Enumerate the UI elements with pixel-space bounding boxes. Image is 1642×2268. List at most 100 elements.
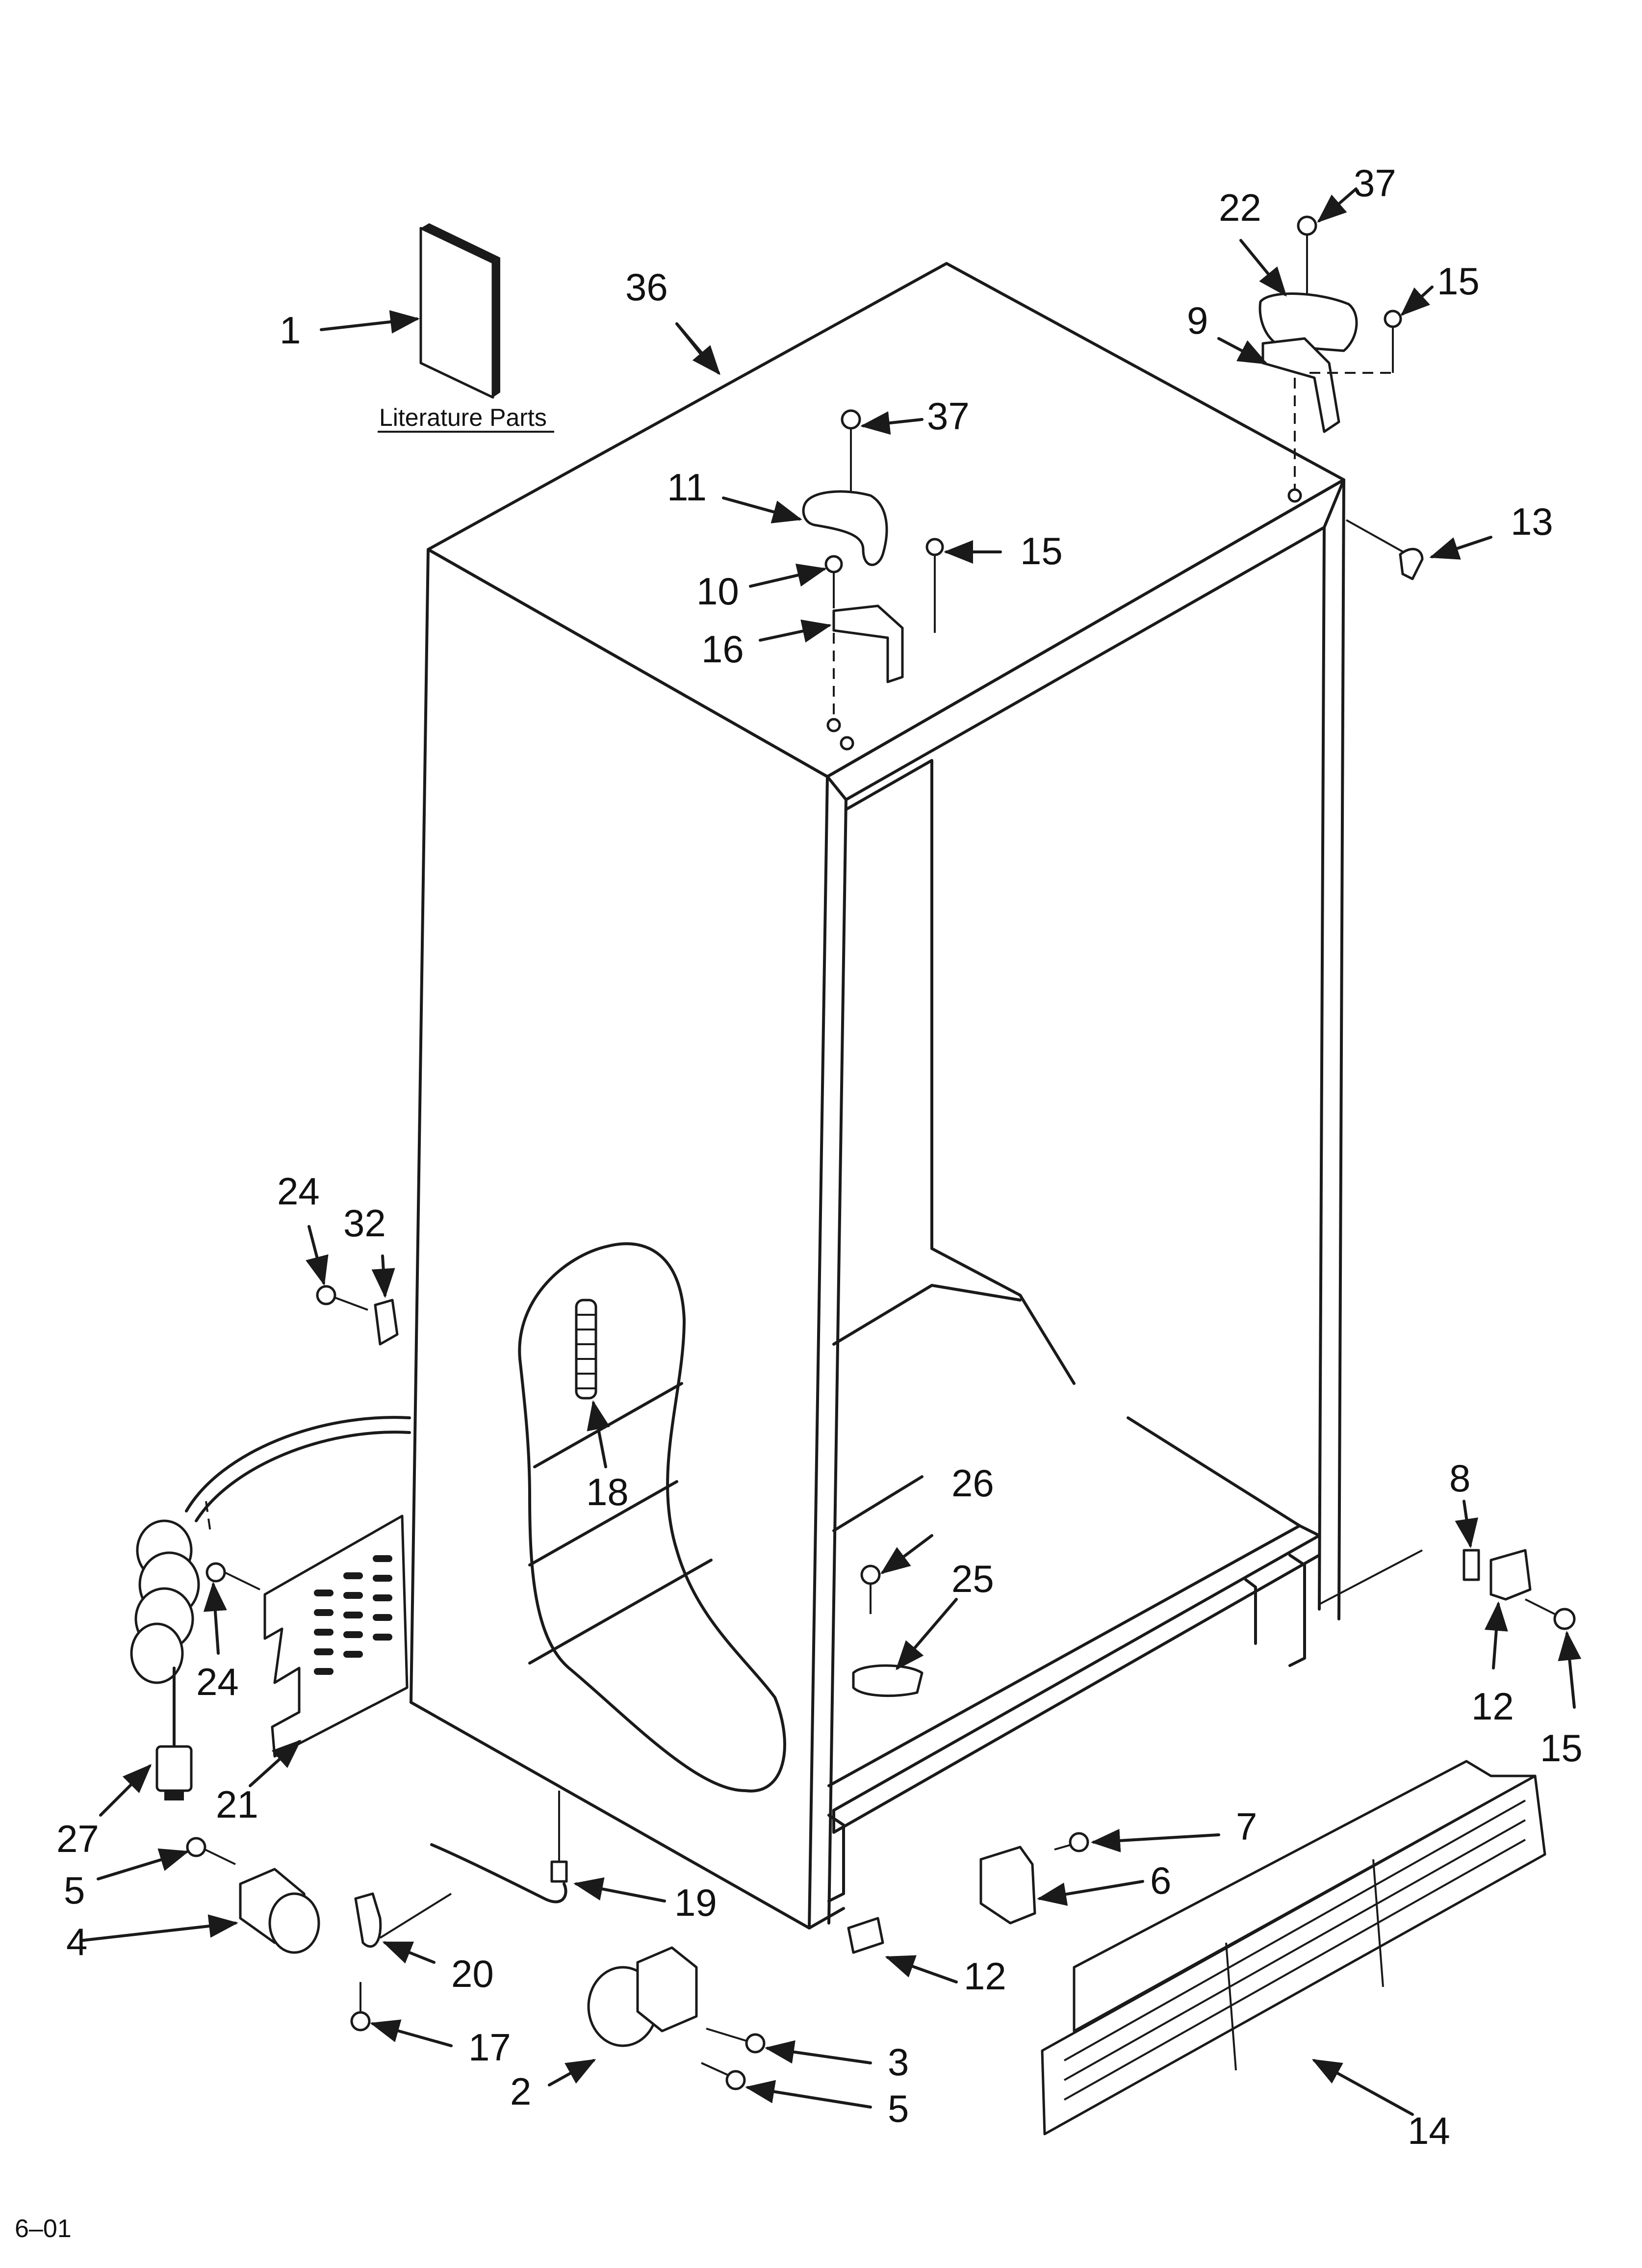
leader-24b — [203, 1582, 227, 1655]
leader-5b — [745, 2080, 872, 2109]
callout-19: 19 — [674, 1881, 717, 1924]
callout-36: 36 — [625, 265, 668, 309]
plug-button — [1399, 547, 1424, 580]
callout-1: 1 — [280, 309, 301, 352]
cabinet-shell — [410, 262, 1345, 1929]
callout-12: 12 — [1471, 1685, 1514, 1728]
leader-4 — [82, 1914, 238, 1942]
clamp-20 — [354, 1892, 382, 1948]
leader-37a — [1317, 187, 1358, 223]
callout-25: 25 — [951, 1557, 994, 1600]
screw-17 — [350, 1982, 371, 2032]
leader-14 — [1311, 2059, 1414, 2116]
callout-6: 6 — [1150, 1859, 1171, 1902]
leader-13 — [1429, 536, 1492, 560]
leader-2 — [548, 2059, 596, 2086]
screw-26 — [860, 1564, 881, 1614]
bracket-12a — [1489, 1549, 1532, 1601]
leader-7 — [1091, 1828, 1220, 1852]
leader-21 — [249, 1739, 302, 1787]
clip-32 — [374, 1299, 399, 1346]
callout-9: 9 — [1187, 299, 1208, 342]
callout-13: 13 — [1511, 500, 1553, 543]
callout-18: 18 — [586, 1470, 629, 1513]
callout-8: 8 — [1449, 1457, 1470, 1500]
leader-11 — [722, 496, 802, 523]
callout-37: 37 — [927, 394, 970, 438]
leader-19 — [573, 1877, 666, 1903]
screw-15c — [1525, 1598, 1576, 1630]
callout-37: 37 — [1354, 161, 1396, 205]
leader-25 — [896, 1598, 958, 1670]
leader-37b — [860, 411, 924, 435]
leader-15a — [1400, 286, 1434, 316]
leader-16 — [759, 619, 832, 643]
leader-5a — [97, 1848, 189, 1880]
bracket-6 — [979, 1846, 1036, 1925]
callout-5: 5 — [64, 1869, 85, 1912]
callout-22: 22 — [1219, 186, 1261, 229]
leader-20 — [382, 1941, 436, 1964]
bracket-25 — [852, 1664, 924, 1697]
leader-27 — [99, 1764, 152, 1817]
leader-1 — [320, 310, 420, 334]
power-cord — [130, 1416, 411, 1800]
leader-24a — [306, 1225, 329, 1286]
callout-12: 12 — [964, 1955, 1006, 1998]
callout-11: 11 — [667, 466, 707, 509]
callout-15: 15 — [1020, 529, 1063, 573]
screw-3 — [706, 2028, 766, 2054]
callout-20: 20 — [451, 1952, 494, 1995]
callout-7: 7 — [1236, 1805, 1257, 1848]
leader-12b — [885, 1955, 958, 1983]
callout-2: 2 — [510, 2070, 531, 2113]
callout-32: 32 — [343, 1201, 386, 1245]
literature-parts-caption: Literature Parts — [379, 404, 547, 431]
screw-5b — [701, 2062, 746, 2090]
callout-10: 10 — [696, 570, 739, 613]
callout-24: 24 — [277, 1170, 320, 1213]
leader-12a — [1484, 1601, 1508, 1669]
leader-22 — [1239, 239, 1287, 297]
screw-5a — [186, 1837, 236, 1865]
screw-24 — [316, 1285, 368, 1311]
roller-4 — [239, 1868, 320, 1954]
literature-booklet — [419, 223, 500, 399]
leader-10 — [749, 563, 827, 588]
side-cutaway — [518, 1242, 786, 1793]
shim-8 — [1462, 1549, 1480, 1581]
callout-labels: 1 36 22 37 15 9 37 11 15 10 16 13 24 32 … — [56, 161, 1583, 2152]
drain-tube — [430, 1843, 567, 1903]
leader-26 — [880, 1534, 933, 1574]
callout-5: 5 — [888, 2087, 909, 2130]
callout-15: 15 — [1540, 1726, 1583, 1770]
callout-3: 3 — [888, 2040, 909, 2084]
callout-21: 21 — [216, 1783, 258, 1826]
leader-3 — [765, 2040, 872, 2064]
leader-36 — [675, 322, 720, 375]
callout-17: 17 — [468, 2026, 511, 2069]
base-grille — [1041, 1760, 1546, 2136]
rear-access-panel — [263, 1514, 409, 1758]
screw-7 — [1054, 1832, 1089, 1852]
bracket-12b — [847, 1917, 884, 1954]
leader-9 — [1217, 337, 1268, 365]
callout-15: 15 — [1437, 260, 1480, 303]
callout-27: 27 — [56, 1817, 99, 1860]
page-footer-code: 6–01 — [15, 2215, 72, 2243]
callout-26: 26 — [951, 1461, 994, 1505]
leader-8 — [1455, 1500, 1479, 1548]
callout-4: 4 — [66, 1920, 87, 1963]
callout-14: 14 — [1408, 2109, 1450, 2152]
leader-6 — [1037, 1880, 1144, 1906]
leader-32 — [371, 1254, 395, 1298]
panel-screw — [205, 1562, 260, 1590]
callout-16: 16 — [701, 627, 744, 671]
leader-18 — [587, 1400, 610, 1468]
leader-15c — [1558, 1631, 1582, 1709]
right-top-hinge-assembly — [1258, 215, 1402, 503]
leader-17 — [370, 2019, 453, 2047]
callout-24: 24 — [196, 1660, 239, 1703]
top-hinge-assembly — [802, 409, 944, 751]
spring — [575, 1299, 597, 1400]
